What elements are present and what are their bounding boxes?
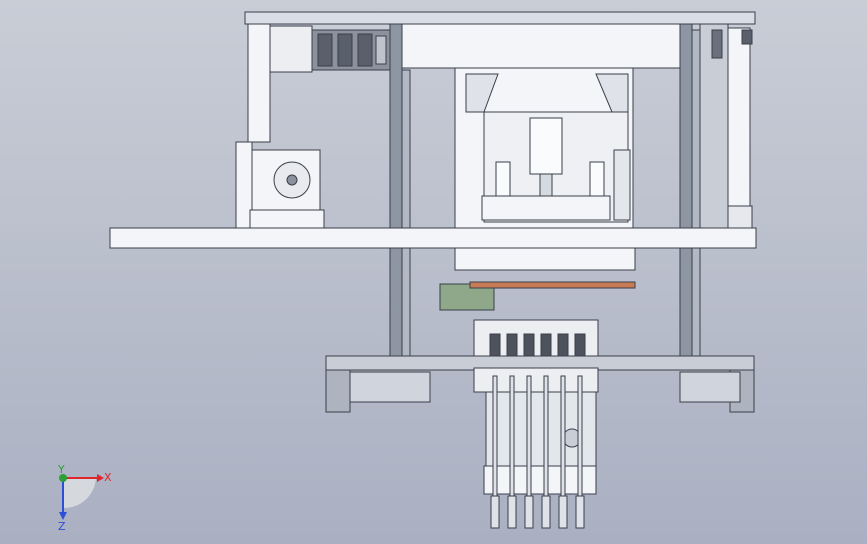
needle-5 (560, 375, 566, 497)
z-axis-label: Z (58, 520, 66, 533)
right-column (699, 23, 729, 245)
post-right-inner (679, 23, 693, 361)
post-right-inner-rail (691, 29, 701, 361)
x-axis-label: X (104, 471, 112, 484)
orange-rod (469, 281, 636, 289)
base-foot-left (325, 369, 351, 413)
right-guide-cap (741, 29, 753, 45)
motor-fin-1 (317, 33, 333, 67)
post-left-inner-rail (401, 69, 411, 361)
z-axis-arrow (59, 512, 67, 520)
housing-base (454, 247, 636, 271)
cylinder-block (529, 117, 563, 175)
tip-2 (507, 495, 517, 529)
coordinate-triad: X Y Z (57, 463, 112, 533)
post-left-inner (389, 23, 403, 361)
clamp-base (481, 195, 611, 221)
y-axis-label: Y (57, 463, 65, 476)
base-drive-right (679, 371, 741, 403)
needle-1 (492, 375, 498, 497)
top-plate (401, 23, 681, 69)
needle-4 (543, 375, 549, 497)
needle-2 (509, 375, 515, 497)
x-axis-arrow (97, 474, 104, 482)
needle-6 (577, 375, 583, 497)
motor-cap (375, 35, 387, 65)
motor-fin-2 (337, 33, 353, 67)
tip-3 (524, 495, 534, 529)
triad-arc (63, 478, 96, 509)
motor-fin-3 (357, 33, 373, 67)
motor-housing (269, 25, 313, 73)
needle-3 (526, 375, 532, 497)
nozzle-block (483, 465, 597, 495)
tip-4 (541, 495, 551, 529)
needle-array (490, 375, 585, 529)
pulley-hub (286, 174, 298, 186)
left-column (247, 23, 271, 143)
tip-5 (558, 495, 568, 529)
tip-6 (575, 495, 585, 529)
base-drive-left (349, 371, 431, 403)
cylinder-rod (539, 173, 553, 199)
right-column-clamp (711, 29, 723, 59)
top-frame-beam (244, 11, 756, 25)
tip-1 (490, 495, 500, 529)
machine-assembly[interactable] (109, 11, 757, 529)
horizontal-beam (109, 227, 757, 249)
side-sensor (613, 149, 631, 221)
y-axis-dot (59, 474, 67, 482)
